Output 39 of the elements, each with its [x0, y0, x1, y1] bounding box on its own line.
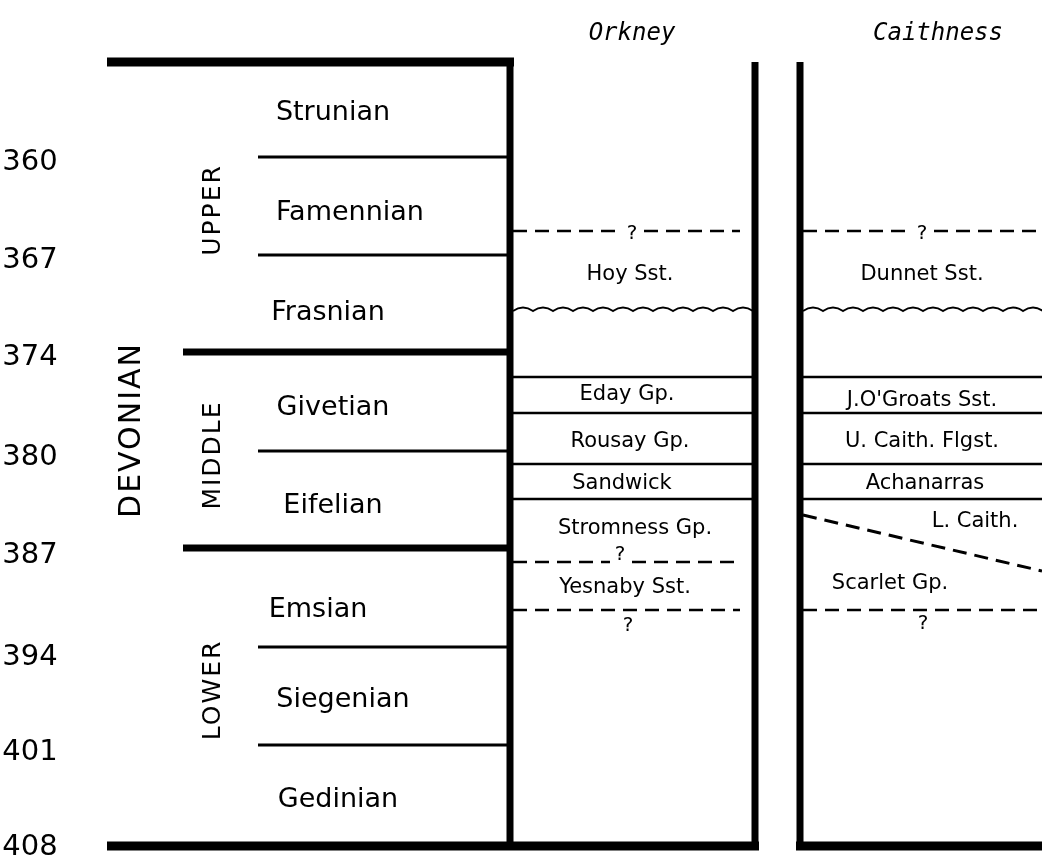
question-mark: ?	[622, 614, 634, 634]
formation-name: Hoy Sst.	[586, 262, 674, 284]
age-value: 408	[2, 830, 58, 859]
age-value: 394	[2, 640, 58, 670]
column-heading: Caithness	[873, 20, 1003, 44]
question-mark: ?	[917, 612, 929, 632]
column-heading: Orkney	[588, 20, 676, 44]
age-value: 367	[2, 243, 58, 273]
series-name: LOWER	[198, 639, 224, 741]
formation-name: U. Caith. Flgst.	[844, 429, 1000, 451]
stage-name: Strunian	[275, 96, 391, 124]
formation-name: Achanarras	[865, 471, 985, 493]
formation-name: Sandwick	[572, 471, 672, 493]
formation-name: Stromness Gp.	[557, 516, 713, 538]
stage-name: Frasnian	[271, 296, 385, 324]
question-mark: ?	[614, 543, 626, 563]
formation-name: J.O'Groats Sst.	[846, 388, 998, 410]
age-value: 374	[2, 340, 58, 370]
formation-name: Dunnet Sst.	[860, 262, 984, 284]
stage-name: Eifelian	[283, 489, 383, 517]
series-name: MIDDLE	[198, 400, 224, 510]
formation-name: Rousay Gp.	[570, 429, 690, 451]
formation-name: Eday Gp.	[579, 382, 675, 404]
formation-name: Yesnaby Sst.	[559, 575, 691, 597]
age-value: 401	[2, 735, 58, 765]
age-value: 387	[2, 538, 58, 568]
question-mark: ?	[916, 222, 928, 242]
stage-name: Emsian	[268, 593, 368, 621]
question-mark: ?	[626, 222, 638, 242]
age-value: 360	[2, 145, 58, 175]
stage-name: Famennian	[276, 196, 424, 224]
age-value: 380	[2, 440, 58, 470]
formation-name: Scarlet Gp.	[831, 571, 949, 593]
stage-name: Gedinian	[277, 783, 399, 811]
formation-name: L. Caith.	[931, 509, 1019, 531]
series-name: DEVONIAN	[115, 342, 145, 518]
series-name: UPPER	[198, 164, 224, 256]
stage-name: Givetian	[276, 391, 390, 419]
stage-name: Siegenian	[276, 683, 410, 711]
